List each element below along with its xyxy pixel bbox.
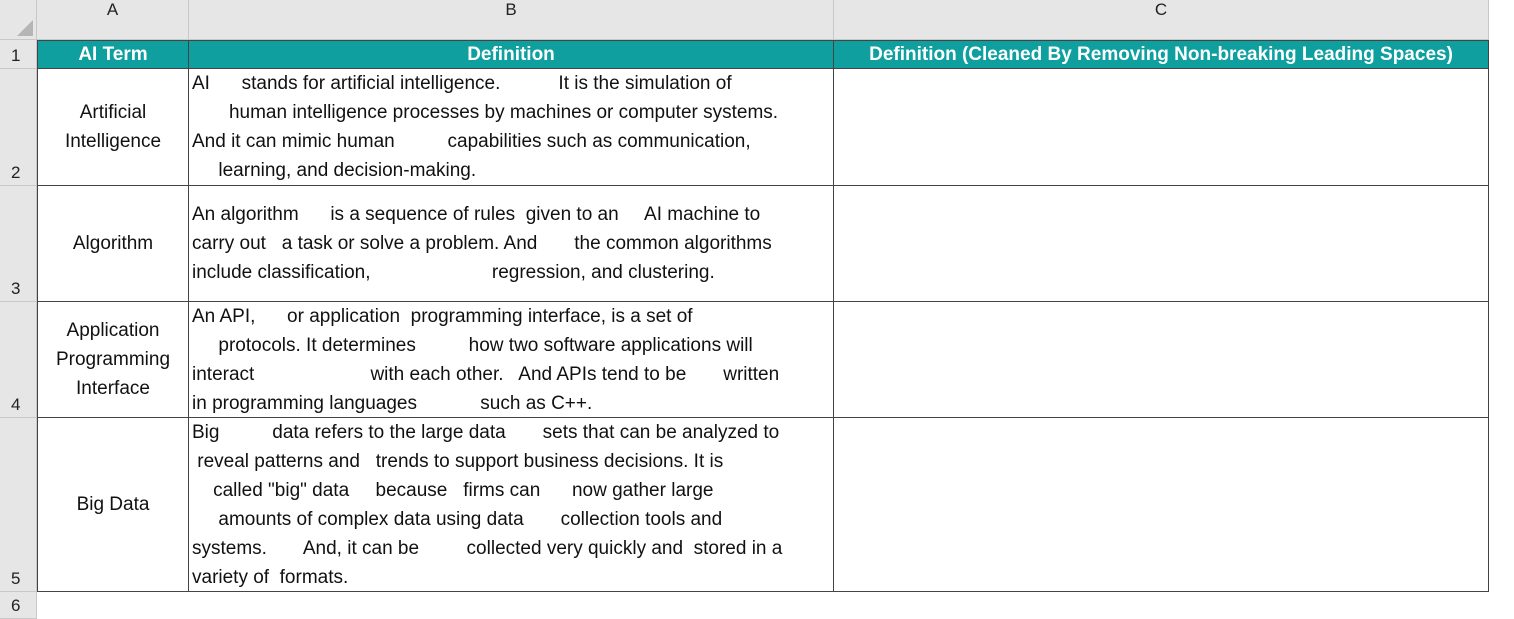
definition-line: learning, and decision-making. xyxy=(192,160,477,181)
column-header-b[interactable]: B xyxy=(189,0,834,40)
definition-line: variety of formats. xyxy=(192,566,349,588)
definition-line: systems. And, it can be collected very q… xyxy=(192,537,783,559)
cleaned-definition-cell[interactable] xyxy=(834,302,1489,418)
row-header-3[interactable]: 3 xyxy=(0,186,37,302)
definition-line: protocols. It determines how two softwar… xyxy=(192,334,753,356)
row-header-label: 6 xyxy=(11,596,21,615)
definition-line: reveal patterns and trends to support bu… xyxy=(192,450,724,472)
definition-line: amounts of complex data using data colle… xyxy=(192,508,723,530)
cleaned-definition-cell[interactable] xyxy=(834,418,1489,592)
header-cell-cleaned-definition[interactable]: Definition (Cleaned By Removing Non-brea… xyxy=(834,40,1489,69)
select-all-triangle-icon xyxy=(17,20,33,36)
definition-line: And it can mimic human capabilities such… xyxy=(192,131,751,152)
cleaned-definition-cell[interactable] xyxy=(834,186,1489,302)
term-cell[interactable]: Big Data xyxy=(37,418,189,592)
definition-line: An algorithm is a sequence of rules give… xyxy=(192,204,761,225)
definition-line: An API, or application programming inter… xyxy=(192,305,693,327)
definition-line: AI stands for artificial intelligence. I… xyxy=(192,73,732,94)
term-cell[interactable]: Algorithm xyxy=(37,186,189,302)
row-header-5[interactable]: 5 xyxy=(0,418,37,592)
term-cell[interactable]: Artificial Intelligence xyxy=(37,69,189,186)
cleaned-definition-cell[interactable] xyxy=(834,69,1489,186)
definition-line: in programming languages such as C++. xyxy=(192,392,593,414)
row-header-1[interactable]: 1 xyxy=(0,40,37,69)
definition-line: human intelligence processes by machines… xyxy=(192,102,779,123)
definition-cell[interactable]: An API, or application programming inter… xyxy=(189,302,834,418)
definition-cell[interactable]: An algorithm is a sequence of rules give… xyxy=(189,186,834,302)
column-header-a[interactable]: A xyxy=(37,0,189,40)
row-header-6[interactable]: 6 xyxy=(0,592,37,619)
definition-cell[interactable]: Big data refers to the large data sets t… xyxy=(189,418,834,592)
row-header-label: 5 xyxy=(11,569,21,588)
row-header-label: 3 xyxy=(11,279,21,298)
definition-line: Big data refers to the large data sets t… xyxy=(192,421,780,443)
term-cell[interactable]: Application Programming Interface xyxy=(37,302,189,418)
definition-line: interact with each other. And APIs tend … xyxy=(192,363,780,385)
definition-cell[interactable]: AI stands for artificial intelligence. I… xyxy=(189,69,834,186)
row-header-label: 2 xyxy=(11,163,21,182)
select-all-corner[interactable] xyxy=(0,0,37,40)
row-header-2[interactable]: 2 xyxy=(0,69,37,186)
row-header-label: 4 xyxy=(11,395,21,414)
column-header-label: A xyxy=(106,0,119,19)
definition-line: carry out a task or solve a problem. And… xyxy=(192,233,772,254)
column-header-label: B xyxy=(505,0,517,19)
header-cell-definition[interactable]: Definition xyxy=(189,40,834,69)
row-header-4[interactable]: 4 xyxy=(0,302,37,418)
definition-line: include classification, regression, and … xyxy=(192,262,715,283)
definition-line: called "big" data because firms can now … xyxy=(192,479,714,501)
header-cell-ai-term[interactable]: AI Term xyxy=(37,40,189,69)
column-header-label: C xyxy=(1154,0,1168,19)
column-header-c[interactable]: C xyxy=(834,0,1489,40)
row-header-label: 1 xyxy=(11,46,21,65)
